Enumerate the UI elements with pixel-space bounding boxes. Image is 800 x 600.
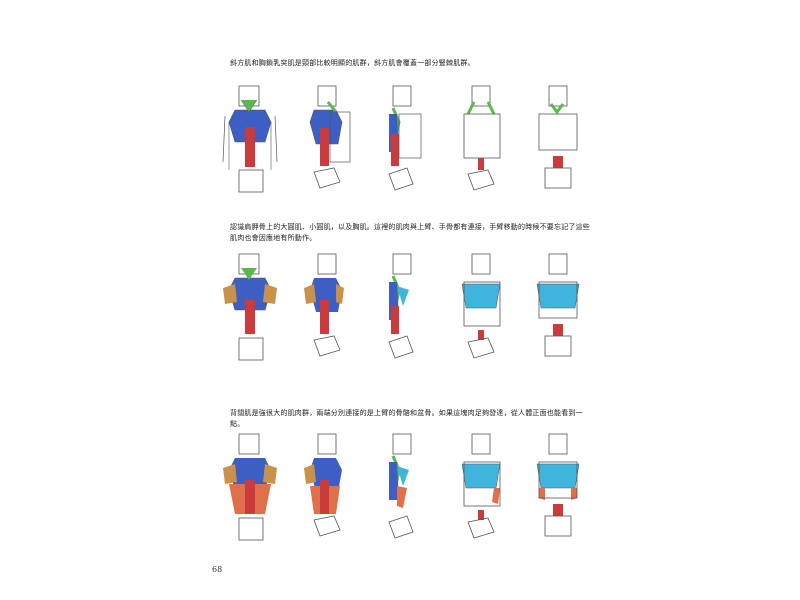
torso-side-view [369, 250, 439, 375]
torso-back-view [215, 82, 285, 207]
torso-front-view [523, 82, 593, 207]
figure-row-1 [210, 82, 590, 207]
page-number: 68 [212, 565, 223, 574]
torso-back-view [215, 250, 285, 375]
torso-side-view [369, 82, 439, 207]
torso-back-view [215, 430, 285, 555]
torso-front-view [523, 430, 593, 555]
torso-three-quarter-view [292, 430, 362, 555]
caption-1: 斜方肌和胸鎖乳突肌是頸部比較明顯的肌群，斜方肌會覆蓋一部分豎棘肌群。 [230, 59, 475, 67]
torso-three-quarter-view [292, 82, 362, 207]
caption-2: 認識肩胛骨上的大圓肌、小圓肌，以及胸肌。這裡的肌肉與上臂、手骨都有連接，手臂移動… [230, 223, 590, 242]
torso-front-three-quarter-view [446, 250, 516, 375]
torso-three-quarter-view [292, 250, 362, 375]
torso-front-three-quarter-view [446, 82, 516, 207]
caption-3: 背闊肌是強很大的肌肉群，兩端分別連接的是上臂的骨骼和盆骨。如果這塊肉足夠發達，從… [230, 409, 583, 428]
figure-row-3 [210, 430, 590, 555]
torso-front-view [523, 250, 593, 375]
figure-row-2 [210, 250, 590, 375]
torso-front-three-quarter-view [446, 430, 516, 555]
torso-side-view [369, 430, 439, 555]
